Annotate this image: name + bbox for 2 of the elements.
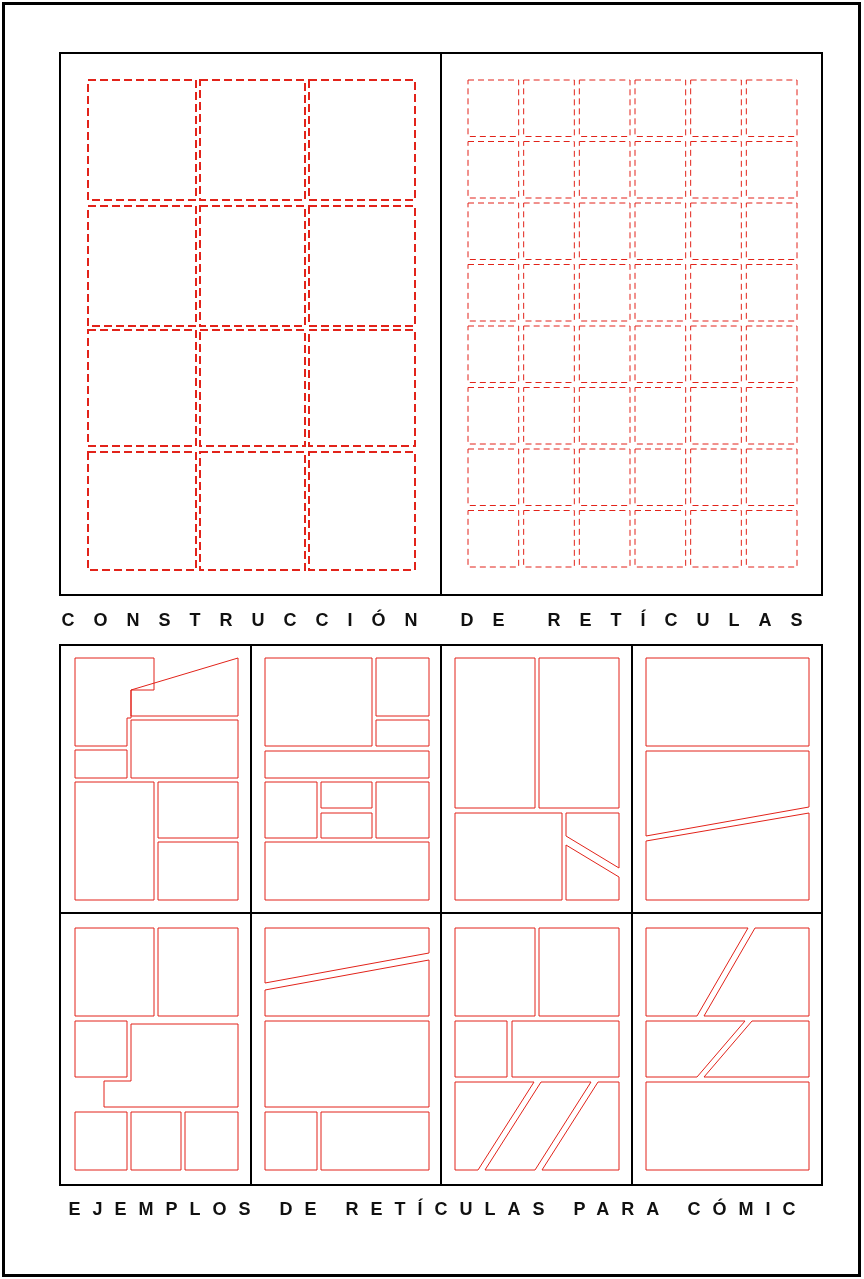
section-caption: EJEMPLOS DE RETÍCULAS PARA CÓMIC <box>67 1198 809 1220</box>
section-caption: CONSTRUCCIÓN DE RETÍCULAS <box>60 609 823 631</box>
